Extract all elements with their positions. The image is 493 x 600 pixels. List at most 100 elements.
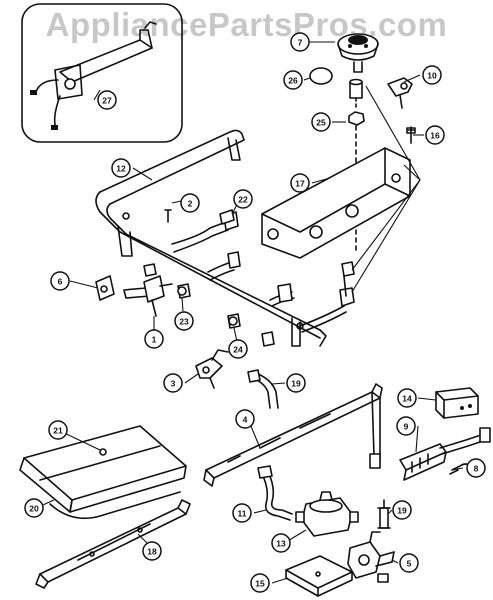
- callout-19-lower: 19: [392, 500, 412, 520]
- callout-11: 11: [232, 503, 252, 523]
- callout-number: 16: [430, 131, 440, 141]
- callout-bubble: [397, 388, 417, 408]
- callout-number: 19: [291, 379, 301, 389]
- callout-22: 22: [233, 189, 253, 209]
- callout-18: 18: [142, 541, 162, 561]
- callout-26: 26: [283, 70, 303, 90]
- callout-number: 25: [316, 118, 326, 128]
- callout-bubble: [271, 533, 291, 553]
- callout-20: 20: [24, 498, 44, 518]
- callout-bubble: [290, 173, 310, 193]
- callout-bubble: [392, 500, 412, 520]
- callout-bubble: [232, 503, 252, 523]
- callout-bubble: [180, 193, 200, 213]
- callout-number: 1: [152, 335, 157, 345]
- callout-number: 23: [179, 317, 189, 327]
- callout-5: 5: [399, 553, 419, 573]
- valve-bracket-15: [285, 555, 353, 597]
- spark-module-14: [435, 387, 479, 419]
- callout-bubble: [97, 90, 117, 110]
- callout-9: 9: [396, 416, 416, 436]
- callout-12: 12: [111, 158, 131, 178]
- callout-number: 2: [188, 199, 193, 209]
- callout-23: 23: [174, 311, 194, 331]
- callout-8: 8: [466, 458, 486, 478]
- callout-number: 5: [407, 559, 412, 569]
- oven-burner-tube-4: [203, 383, 383, 487]
- tube-11: [257, 465, 293, 521]
- inset-box: [21, 3, 183, 143]
- callout-bubble: [250, 573, 270, 593]
- callout-24: 24: [228, 339, 248, 359]
- callout-1: 1: [144, 329, 164, 349]
- callout-bubble: [283, 70, 303, 90]
- manifold-branches: [171, 211, 355, 333]
- callout-number: 14: [402, 394, 412, 404]
- callout-number: 3: [171, 379, 176, 389]
- tube-19-upper: [247, 369, 279, 409]
- callout-bubble: [163, 373, 183, 393]
- callout-bubble: [399, 553, 419, 573]
- callout-number: 19: [397, 506, 407, 516]
- callout-number: 8: [474, 464, 479, 474]
- heat-shield-20: [19, 425, 187, 520]
- callout-15: 15: [250, 573, 270, 593]
- callout-bubble: [396, 416, 416, 436]
- burner-base-bracket-17: [261, 147, 411, 259]
- callout-bubble: [24, 498, 44, 518]
- manifold-pipe-12: [95, 129, 327, 347]
- callout-bubble: [311, 112, 331, 132]
- callout-number: 21: [53, 426, 63, 436]
- callout-2: 2: [180, 193, 200, 213]
- callout-19: 19: [286, 373, 306, 393]
- callout-bubble: [48, 420, 68, 440]
- callout-number: 12: [116, 164, 126, 174]
- callout-bubble: [235, 409, 255, 429]
- callout-number: 20: [29, 504, 39, 514]
- callout-25: 25: [311, 112, 331, 132]
- igniter-harness-9: [399, 427, 491, 481]
- callout-bubble: [111, 158, 131, 178]
- callout-6: 6: [50, 271, 70, 291]
- callout-number: 7: [298, 38, 303, 48]
- callout-number: 26: [288, 76, 298, 86]
- callout-number: 11: [238, 509, 247, 519]
- tube-19-lower: [377, 499, 391, 529]
- callout-number: 17: [295, 179, 305, 189]
- callout-bubble: [50, 271, 70, 291]
- callout-21: 21: [48, 420, 68, 440]
- callout-17: 17: [290, 173, 310, 193]
- watermark: AppliancePartsPros.com: [45, 6, 448, 43]
- regulator-13: [295, 491, 359, 537]
- callout-14: 14: [397, 388, 417, 408]
- callout-27: 27: [97, 90, 117, 110]
- bracket-10: [387, 77, 416, 144]
- callout-bubble: [425, 125, 445, 145]
- callout-number: 24: [233, 345, 243, 355]
- safety-valve-5: [347, 531, 395, 583]
- callout-number: 18: [147, 547, 157, 557]
- callout-number: 4: [243, 415, 248, 425]
- callout-number: 15: [255, 579, 265, 589]
- callout-number: 22: [238, 195, 248, 205]
- callout-bubble: [422, 65, 442, 85]
- callout-3: 3: [163, 373, 183, 393]
- callout-bubble: [286, 373, 306, 393]
- callout-13: 13: [271, 533, 291, 553]
- callout-number: 13: [276, 539, 286, 549]
- callout-7: 7: [290, 32, 310, 52]
- callout-10: 10: [422, 65, 442, 85]
- callout-number: 27: [102, 96, 112, 106]
- callout-4: 4: [235, 409, 255, 429]
- callout-bubble: [174, 311, 194, 331]
- burner-assembly: [309, 33, 379, 251]
- inset-regulator-drawing: [30, 21, 157, 130]
- callout-number: 9: [404, 422, 409, 432]
- callout-bubble: [466, 458, 486, 478]
- bracket-rail-18: [35, 499, 191, 589]
- callout-bubble: [233, 189, 253, 209]
- valve-3: [195, 349, 229, 389]
- callout-bubble: [290, 32, 310, 52]
